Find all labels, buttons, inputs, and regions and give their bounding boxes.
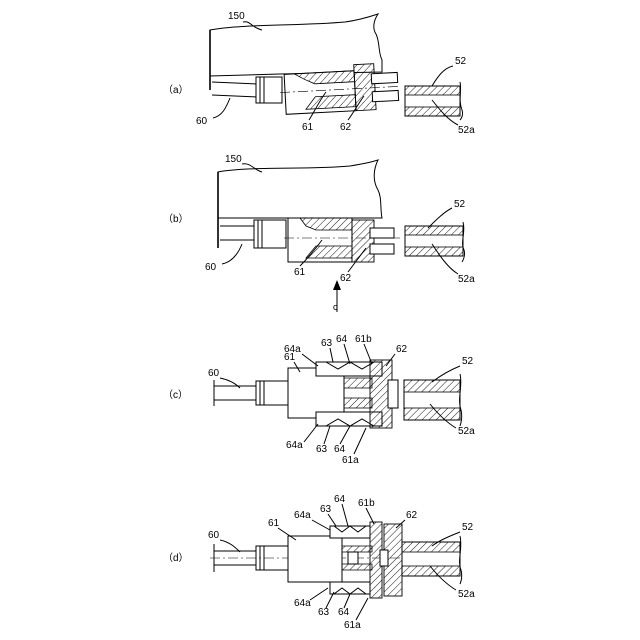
panel-a: （a） 150 60 61 62 — [163, 11, 475, 136]
label-64a-bot-d: 64a — [294, 598, 311, 609]
label-61-b: 61 — [294, 267, 306, 278]
label-64-bot-c: 64 — [334, 444, 346, 455]
label-52-a: 52 — [455, 56, 467, 67]
label-52-b: 52 — [454, 199, 466, 210]
label-150-a: 150 — [228, 11, 245, 22]
label-63-top-c: 63 — [321, 338, 333, 349]
cable-60-c — [214, 380, 288, 406]
panel-d: （d） 60 61 64a 63 6 — [163, 494, 475, 631]
label-61b-d: 61b — [358, 498, 375, 509]
label-61a-d: 61a — [344, 620, 361, 631]
label-52a-d: 52a — [458, 589, 475, 600]
connector-61-d — [288, 526, 372, 594]
tube-52-b — [405, 222, 465, 262]
label-64-bot-d: 64 — [338, 607, 350, 618]
label-52a-c: 52a — [458, 426, 475, 437]
label-64a-top-c: 64a — [284, 344, 301, 355]
label-64a-top-d: 64a — [294, 510, 311, 521]
label-60-c: 60 — [208, 368, 220, 379]
label-61a-c: 61a — [342, 455, 359, 466]
label-64-top-c: 64 — [336, 334, 348, 345]
label-64a-bot-c: 64a — [286, 440, 303, 451]
tube-52-a — [405, 82, 463, 120]
label-62-c: 62 — [396, 344, 408, 355]
label-150-b: 150 — [225, 154, 242, 165]
label-60-b: 60 — [205, 262, 217, 273]
connector-61-c — [288, 362, 382, 426]
label-63-bot-d: 63 — [318, 607, 330, 618]
label-61-d: 61 — [268, 518, 280, 529]
label-62-a: 62 — [340, 122, 352, 133]
label-52-c: 52 — [462, 356, 474, 367]
label-52a-b: 52a — [458, 274, 475, 285]
label-62-d: 62 — [406, 510, 418, 521]
cable-60-a — [212, 77, 282, 103]
cap-62-d — [370, 522, 402, 598]
label-62-b: 62 — [340, 273, 352, 284]
cap-62-c — [370, 360, 398, 428]
panel-a-label: （a） — [163, 84, 189, 96]
panel-c: （c） 60 61 64a 63 64 61b — [163, 334, 475, 466]
label-63-bot-c: 63 — [316, 444, 328, 455]
label-c: c — [333, 302, 338, 312]
panel-b-label: （b） — [163, 213, 189, 225]
label-61b-c: 61b — [355, 334, 372, 345]
panel-d-label: （d） — [163, 552, 189, 564]
cap-62-b — [352, 220, 394, 262]
panel-c-label: （c） — [163, 389, 188, 401]
connector-61-b — [284, 218, 400, 262]
label-61-a: 61 — [302, 122, 314, 133]
label-63-top-d: 63 — [320, 504, 332, 515]
label-64-top-d: 64 — [334, 494, 346, 505]
label-52a-a: 52a — [458, 125, 475, 136]
label-60-a: 60 — [196, 116, 208, 127]
label-60-d: 60 — [208, 530, 220, 541]
tube-52-d — [402, 536, 462, 584]
cable-60-b — [220, 220, 286, 248]
label-52-d: 52 — [462, 522, 474, 533]
panel-b: （b） 150 60 61 62 — [163, 154, 475, 312]
